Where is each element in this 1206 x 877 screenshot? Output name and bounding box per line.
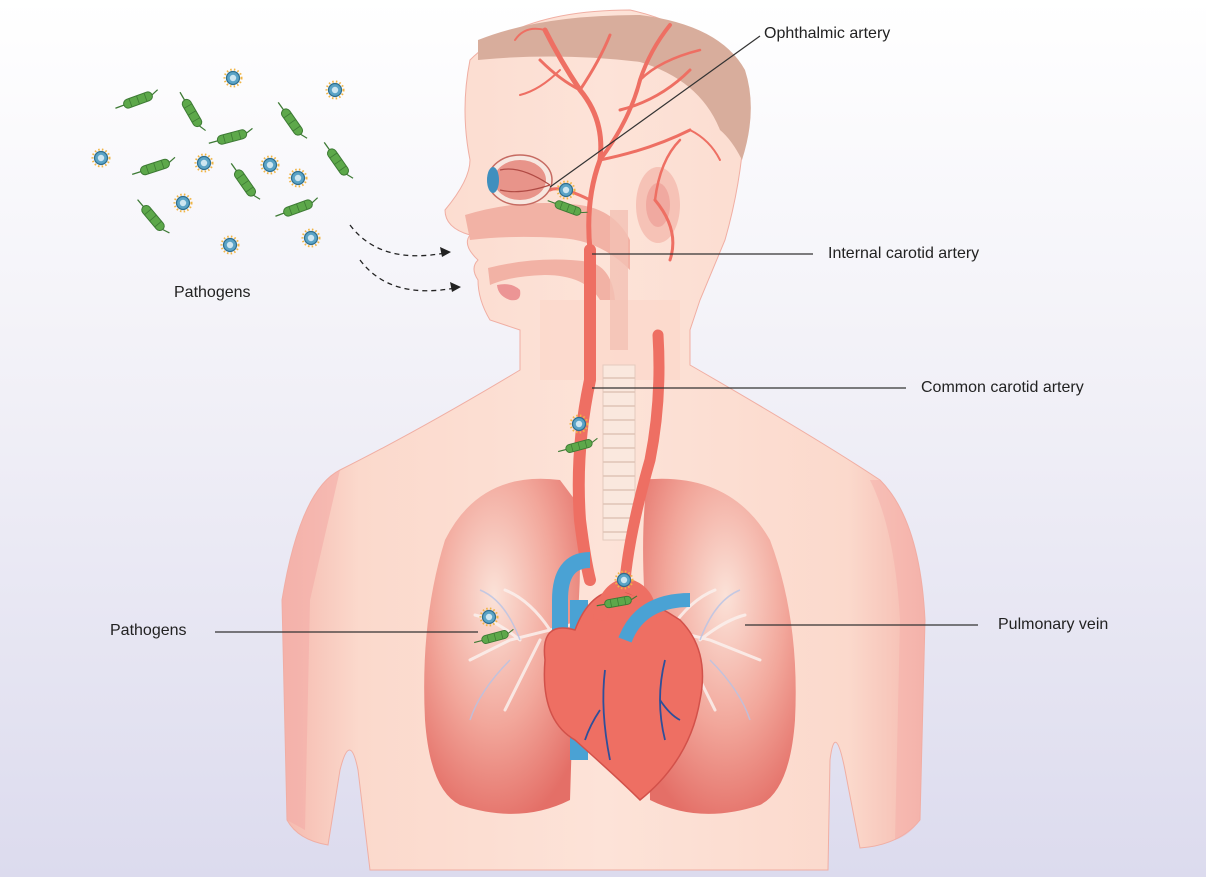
label-internal-carotid-artery: Internal carotid artery	[828, 245, 979, 263]
trachea	[603, 365, 635, 540]
label-pathogens-lung: Pathogens	[110, 622, 187, 640]
label-common-carotid-artery: Common carotid artery	[921, 379, 1084, 397]
label-ophthalmic-artery: Ophthalmic artery	[764, 25, 890, 43]
label-pathogens-cluster: Pathogens	[174, 284, 251, 302]
pathogen-cluster	[93, 70, 355, 254]
inhalation-arrows	[350, 225, 455, 291]
eye	[487, 155, 552, 205]
label-pulmonary-vein: Pulmonary vein	[998, 616, 1108, 634]
arrow-heads	[440, 247, 461, 292]
